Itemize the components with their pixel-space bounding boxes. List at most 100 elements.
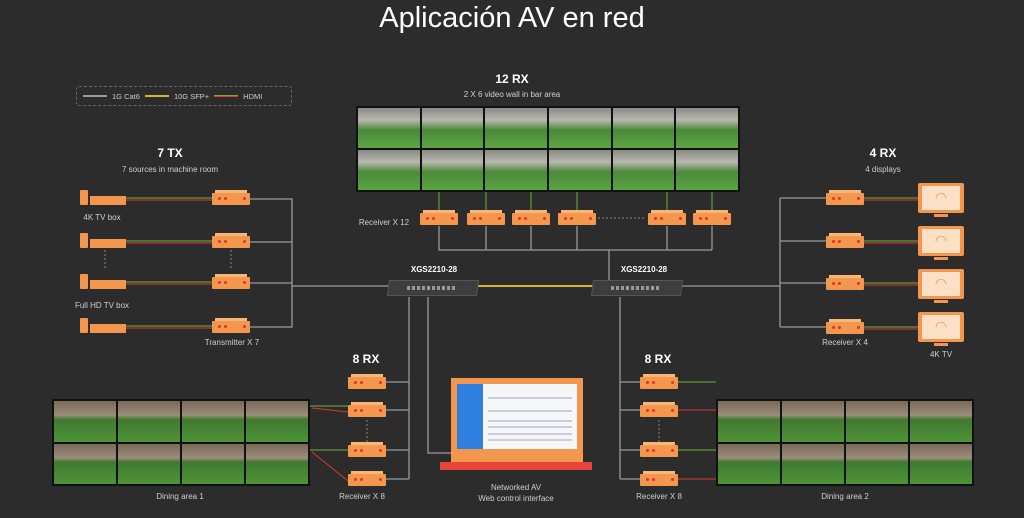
receiver-device: [420, 210, 458, 225]
tx-subtitle: 7 sources in machine room: [121, 165, 219, 174]
switch-1: [386, 280, 480, 296]
video-wall-panel: [246, 401, 308, 442]
displays-heading: 4 RX: [869, 146, 897, 160]
tx-heading: 7 TX: [157, 146, 183, 160]
transmitter-device: [212, 233, 250, 248]
control-line1: Networked AV: [490, 483, 542, 492]
receiver-device: [640, 442, 678, 457]
hdmi-swatch: [214, 95, 239, 97]
video-wall-panel: [676, 108, 738, 148]
transmitter-device: [212, 274, 250, 289]
video-wall-panel: [118, 443, 180, 484]
switch-1-label: XGS2210-28: [410, 265, 458, 274]
receiver-device: [693, 210, 731, 225]
dining2-receiver-label: Receiver X 8: [636, 492, 682, 501]
label-full-hd-tv-box: Full HD TV box: [74, 301, 130, 310]
video-wall-panel: [421, 108, 484, 148]
receiver-device: [558, 210, 596, 225]
receiver-device: [826, 233, 864, 248]
receiver-device: [648, 210, 686, 225]
video-wall-subtitle: 2 X 6 video wall in bar area: [463, 90, 561, 99]
tv-box-source: [80, 318, 126, 333]
video-wall-panel: [718, 443, 780, 484]
video-wall-panel: [846, 401, 908, 442]
video-wall-panel: [485, 150, 547, 190]
dining2-heading: 8 RX: [644, 352, 672, 366]
tv-box-source: [80, 190, 126, 205]
page-title: Aplicación AV en red: [379, 2, 645, 34]
transmitter-device: [212, 190, 250, 205]
label-receiver-12: Receiver X 12: [358, 218, 410, 227]
receiver-device: [826, 275, 864, 290]
video-wall-panel: [846, 443, 908, 484]
video-wall-panel: [612, 150, 675, 190]
tv-box-source: [80, 233, 126, 248]
tv-box-source: [80, 274, 126, 289]
web-control-laptop: [451, 378, 583, 463]
label-4k-tv-box: 4K TV box: [83, 213, 121, 222]
receiver-device: [348, 471, 386, 486]
receiver-device: [348, 402, 386, 417]
receiver-device: [512, 210, 550, 225]
label-transmitter: Transmitter X 7: [204, 338, 260, 347]
dining1-heading: 8 RX: [352, 352, 380, 366]
receiver-device: [826, 319, 864, 334]
video-wall-panel: [718, 401, 780, 442]
video-wall-panel: [910, 401, 972, 442]
transmitter-device: [212, 318, 250, 333]
switch-2-label: XGS2210-28: [620, 265, 668, 274]
legend-cat6: 1G Cat6: [112, 91, 140, 101]
wifi-icon: ◠: [934, 318, 948, 334]
video-wall-panel: [676, 150, 738, 190]
tv-display: ◠: [918, 183, 964, 217]
receiver-device: [348, 374, 386, 389]
wifi-icon: ◠: [934, 232, 948, 248]
wifi-icon: ◠: [934, 275, 948, 291]
video-wall-panel: [182, 443, 244, 484]
receiver-device: [826, 190, 864, 205]
video-wall-panel: [421, 150, 484, 190]
bar-video-wall: [356, 106, 740, 192]
dining1-receiver-label: Receiver X 8: [339, 492, 385, 501]
label-receiver-4: Receiver X 4: [822, 338, 868, 347]
video-wall-panel: [549, 150, 611, 190]
tv-display: ◠: [918, 226, 964, 260]
video-wall-panel: [782, 401, 844, 442]
legend-sfp: 10G SFP+: [173, 91, 210, 101]
dining1-video-wall: [52, 399, 310, 486]
legend: 1G Cat6 10G SFP+ HDMI: [76, 86, 292, 106]
wifi-icon: ◠: [934, 189, 948, 205]
switch-2: [590, 280, 684, 296]
video-wall-panel: [910, 443, 972, 484]
receiver-device: [348, 442, 386, 457]
video-wall-panel: [118, 401, 180, 442]
video-wall-panel: [358, 108, 420, 148]
dining2-video-wall: [716, 399, 974, 486]
video-wall-panel: [549, 108, 611, 148]
video-wall-panel: [358, 150, 420, 190]
video-wall-panel: [246, 443, 308, 484]
video-wall-panel: [782, 443, 844, 484]
laptop-base: [440, 462, 592, 470]
sfp-swatch: [144, 95, 169, 97]
video-wall-panel: [485, 108, 547, 148]
tv-display: ◠: [918, 269, 964, 303]
label-4k-tv: 4K TV: [929, 350, 953, 359]
tv-display: ◠: [918, 312, 964, 346]
dining1-label: Dining area 1: [156, 492, 204, 501]
control-line2: Web control interface: [478, 494, 554, 503]
displays-subtitle: 4 displays: [865, 165, 901, 174]
video-wall-panel: [612, 108, 675, 148]
receiver-device: [640, 471, 678, 486]
video-wall-heading: 12 RX: [495, 72, 529, 86]
receiver-device: [640, 402, 678, 417]
video-wall-panel: [54, 401, 116, 442]
legend-hdmi: HDMI: [243, 91, 263, 101]
receiver-device: [467, 210, 505, 225]
web-ui-screenshot: [457, 384, 577, 449]
cat6-swatch: [83, 95, 107, 97]
video-wall-panel: [54, 443, 116, 484]
video-wall-panel: [182, 401, 244, 442]
receiver-device: [640, 374, 678, 389]
